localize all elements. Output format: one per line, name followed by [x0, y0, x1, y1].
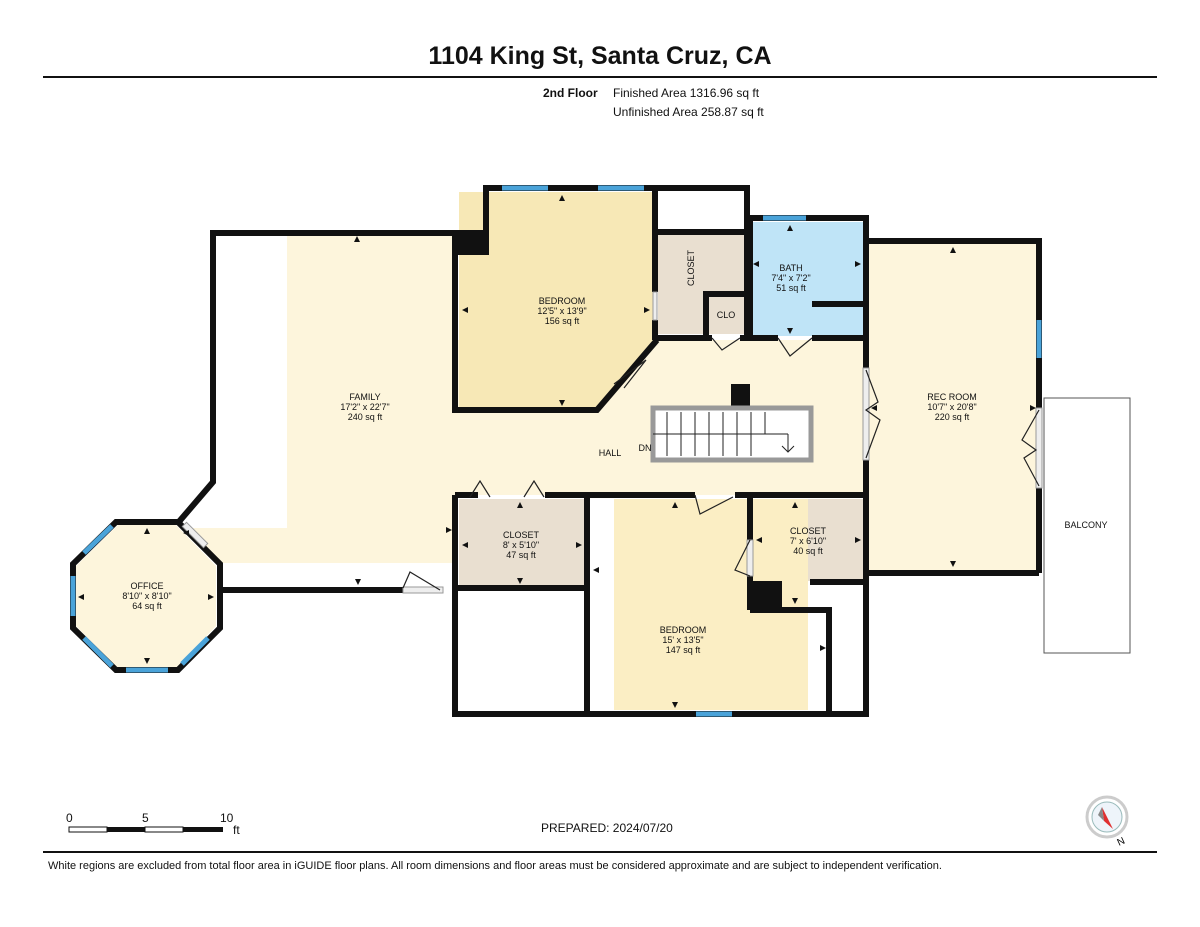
closet2-name: CLOSET: [503, 530, 540, 540]
finished-area: Finished Area 1316.96 sq ft: [613, 86, 760, 100]
swing-closet2: [469, 479, 491, 498]
family-fill: [287, 233, 455, 563]
rec-name: REC ROOM: [927, 392, 977, 402]
hall-name: HALL: [599, 448, 622, 458]
room-labels: FAMILY 17'2" x 22'7" 240 sq ft BEDROOM 1…: [122, 249, 1107, 655]
bedroom2-name: BEDROOM: [660, 625, 707, 635]
balcony-name: BALCONY: [1064, 520, 1107, 530]
family-name: FAMILY: [349, 392, 380, 402]
bath-area: 51 sq ft: [776, 283, 806, 293]
prepared-date: PREPARED: 2024/07/20: [541, 821, 673, 835]
rec-fill: [868, 244, 1036, 570]
family-area: 240 sq ft: [348, 412, 383, 422]
swing-rec: [864, 369, 881, 459]
door-closet-top: [652, 291, 658, 321]
windows: [70, 185, 1042, 717]
column-hall: [731, 384, 750, 410]
bedroom2-area: 147 sq ft: [666, 645, 701, 655]
office-fill: [76, 525, 216, 668]
window-office-5: [180, 636, 210, 666]
dimension-markers: [78, 195, 1036, 708]
closet2-area: 47 sq ft: [506, 550, 536, 560]
swing-bed1: [613, 359, 647, 389]
header-divider: [43, 76, 1157, 78]
family-dims: 17'2" x 22'7": [340, 402, 389, 412]
floor-name: 2nd Floor: [543, 86, 598, 100]
stair-treads: [653, 412, 795, 456]
bath-dims: 7'4" x 7'2": [771, 273, 810, 283]
page-title: 1104 King St, Santa Cruz, CA: [428, 42, 772, 70]
closet3-name: CLOSET: [790, 526, 827, 536]
columns: [455, 230, 782, 611]
bath-walls: [747, 215, 869, 338]
closet2-fill: [459, 499, 585, 587]
family-outer-wall: [174, 230, 455, 526]
bedroom1-dims: 12'5" x 13'9": [537, 306, 586, 316]
clo-walls: [703, 291, 744, 338]
column-bedroom2: [750, 581, 782, 611]
unfinished-area: Unfinished Area 258.87 sq ft: [613, 105, 764, 119]
rec-dims: 10'7" x 20'8": [927, 402, 976, 412]
walls: [70, 185, 1042, 717]
door-family: [402, 586, 444, 594]
closet3-dims: 7' x 6'10": [790, 536, 826, 546]
closet-top-name: CLOSET: [686, 249, 696, 286]
bedroom1-name: BEDROOM: [539, 296, 586, 306]
balcony-outline: [1043, 397, 1131, 654]
swing-balcony: [1021, 409, 1040, 487]
closet2-dims: 8' x 5'10": [503, 540, 539, 550]
column-top: [455, 230, 489, 255]
bedroom2-dims: 15' x 13'5": [662, 635, 703, 645]
room-fills: [76, 192, 1036, 710]
stairs-label: DN: [639, 443, 652, 453]
swing-closet2-b: [523, 479, 545, 498]
window-office-1: [82, 524, 114, 555]
doors: [181, 291, 1043, 594]
bath-fill: [750, 222, 864, 336]
rec-area: 220 sq ft: [935, 412, 970, 422]
office-dims: 8'10" x 8'10": [122, 591, 171, 601]
bedroom1-area: 156 sq ft: [545, 316, 580, 326]
closet2-walls: [452, 495, 869, 717]
family-lower-fill: [180, 528, 455, 563]
swing-family: [402, 571, 441, 591]
disclaimer: White regions are excluded from total fl…: [48, 860, 942, 872]
bath-name: BATH: [779, 263, 802, 273]
door-balcony: [1035, 407, 1043, 489]
closet3-area: 40 sq ft: [793, 546, 823, 556]
swing-bed2: [694, 494, 734, 515]
swing-clo: [711, 337, 741, 351]
clo-fill: [708, 295, 744, 334]
swing-closet3: [734, 539, 751, 577]
door-swings: [402, 337, 1040, 591]
window-office-3: [82, 636, 114, 668]
bedroom1-fill: [459, 192, 653, 408]
door-office: [181, 521, 209, 549]
door-rec-left: [862, 367, 870, 461]
stairs: [650, 405, 814, 463]
footer-divider: [43, 851, 1157, 853]
office-name: OFFICE: [131, 581, 164, 591]
office-area: 64 sq ft: [132, 601, 162, 611]
swing-bath: [777, 337, 813, 357]
clo-name: CLO: [717, 310, 736, 320]
